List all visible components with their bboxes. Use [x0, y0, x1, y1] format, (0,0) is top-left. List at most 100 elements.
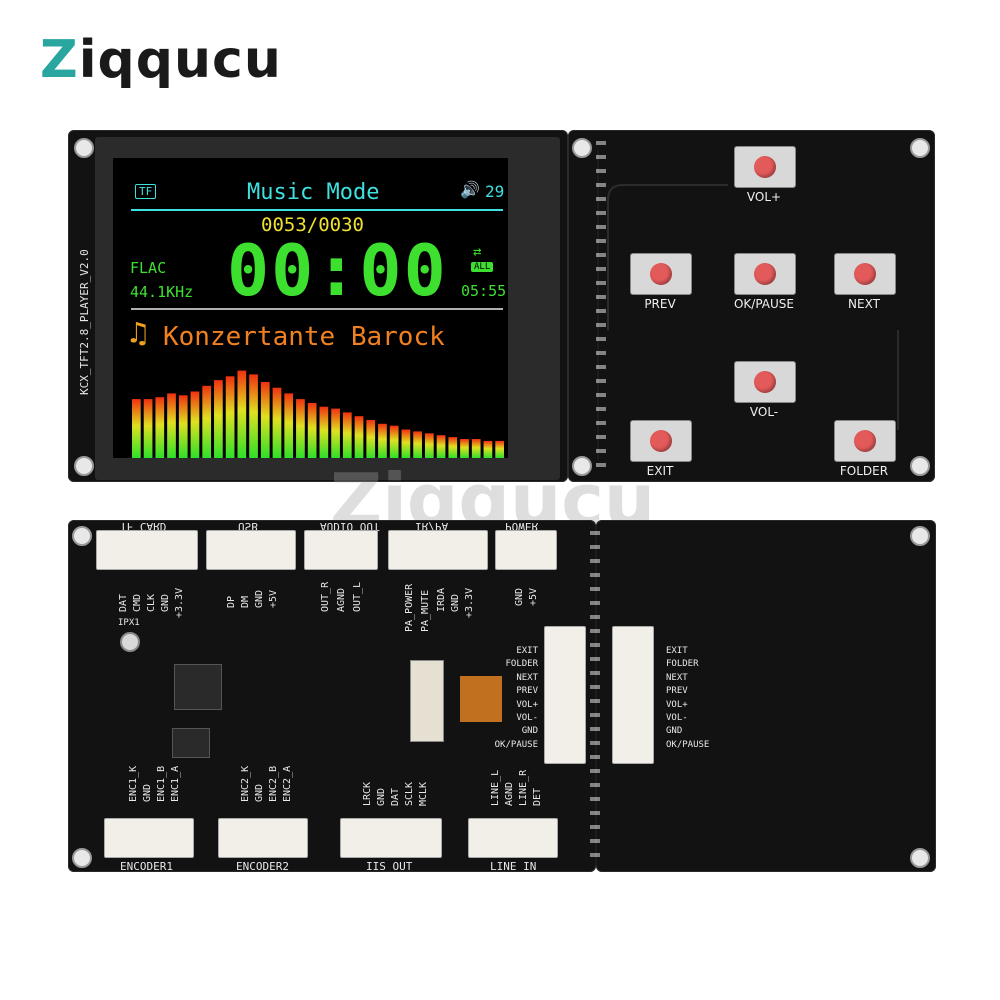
repeat-mode: ALL — [471, 262, 494, 272]
pin-label: GND — [160, 593, 171, 612]
pin-label: +5V — [528, 587, 539, 606]
ok-pause-button[interactable] — [734, 253, 796, 295]
pin-label: +3.3V — [464, 587, 475, 618]
line-in-label: LINE IN — [490, 860, 537, 873]
spectrum-bar — [366, 420, 376, 458]
time-divider — [131, 308, 503, 310]
spectrum-bar — [214, 380, 223, 458]
button-cap — [854, 430, 876, 452]
spectrum-bar — [413, 431, 422, 458]
mount-hole — [72, 848, 92, 868]
file-format: FLAC — [130, 259, 167, 277]
mount-hole — [572, 456, 592, 476]
vol-down-button[interactable] — [734, 361, 796, 403]
pin-label: CLK — [146, 593, 157, 612]
vol-up-button[interactable] — [734, 146, 796, 188]
song-title: Konzertante Barock — [163, 322, 445, 352]
line-in-connector[interactable] — [468, 818, 558, 858]
mount-hole — [910, 456, 930, 476]
key-pin-label: VOL+ — [516, 699, 538, 710]
button-cap — [754, 371, 776, 393]
tf-card-connector[interactable] — [96, 530, 198, 570]
mount-hole — [910, 848, 930, 868]
spectrum-bar — [401, 429, 411, 458]
button-cap — [650, 430, 672, 452]
antenna-connector[interactable] — [120, 632, 140, 652]
folder-label: FOLDER — [839, 464, 889, 478]
next-button[interactable] — [834, 253, 896, 295]
flash-chip — [172, 728, 210, 758]
volume-level: 29 — [485, 182, 505, 201]
key-pin-label: PREV — [666, 686, 688, 697]
pin-label: AGND — [504, 781, 515, 806]
pin-label: GND — [376, 787, 387, 806]
folder-button[interactable] — [834, 420, 896, 462]
brand-rest: iqqucu — [78, 30, 282, 90]
pin-label: ENC1_B — [156, 765, 167, 802]
board-version-label: KCX_TFT2.8_PLAYER_V2.0 — [78, 249, 91, 395]
spectrum-bar — [190, 391, 200, 458]
encoder2-connector[interactable] — [218, 818, 308, 858]
brand-logo: Ziqqucu — [40, 30, 282, 90]
key-pin-label: OK/PAUSE — [494, 739, 538, 750]
key-pin-label: PREV — [516, 686, 538, 697]
pin-label: LINE_L — [490, 769, 501, 806]
playback-time: 00:00 — [227, 230, 448, 312]
repeat-icon: ⇄ — [473, 244, 482, 260]
lcd-screen: TF Music Mode 🔊 29 0053/0030 FLAC 44.1KH… — [113, 158, 508, 458]
track-counter: 0053/0030 — [261, 214, 364, 236]
ffc-connector[interactable] — [410, 660, 444, 742]
antenna-label: IPX1 — [118, 618, 140, 628]
bottom-pcb-left — [68, 520, 596, 872]
next-label: NEXT — [848, 297, 880, 311]
pin-label: DAT — [390, 787, 401, 806]
pin-label: DAT — [118, 593, 129, 612]
ok-pause-label: OK/PAUSE — [733, 297, 795, 311]
pin-label: GND — [514, 587, 525, 606]
pin-label: DET — [532, 787, 543, 806]
pin-label: DP — [226, 595, 237, 608]
sample-rate: 44.1KHz — [130, 283, 194, 301]
spectrum-bar — [389, 425, 399, 458]
spectrum-bar — [471, 439, 481, 458]
audio-out-connector[interactable] — [304, 530, 378, 570]
spectrum-bar — [167, 393, 176, 458]
pin-label: PA_POWER — [404, 583, 415, 632]
pin-label: PA_MUTE — [420, 589, 431, 632]
pin-label: +3.3V — [174, 587, 185, 618]
spectrum-bar — [460, 439, 469, 458]
mount-hole — [74, 138, 94, 158]
prev-label: PREV — [644, 297, 676, 311]
track-duration: 05:55 — [461, 282, 507, 300]
power-connector[interactable] — [495, 530, 557, 570]
key-pin-label: VOL+ — [666, 699, 688, 710]
spectrum-bar — [237, 370, 247, 458]
key-connector-right[interactable] — [612, 626, 654, 764]
spectrum-bar — [155, 397, 165, 458]
spectrum-bar — [319, 406, 329, 458]
spectrum-bar — [307, 402, 317, 458]
exit-button[interactable] — [630, 420, 692, 462]
encoder2-label: ENCODER2 — [236, 860, 289, 873]
key-pin-label: NEXT — [516, 672, 538, 683]
iis-out-connector[interactable] — [340, 818, 442, 858]
pin-label: +5V — [268, 589, 279, 608]
spectrum-bar — [202, 385, 212, 458]
spectrum-bar — [495, 440, 504, 458]
encoder1-connector[interactable] — [104, 818, 194, 858]
spectrum-bar — [249, 374, 258, 458]
key-connector-left[interactable] — [544, 626, 586, 764]
mount-hole — [74, 456, 94, 476]
ir-pa-connector[interactable] — [388, 530, 488, 570]
pin-label: GND — [254, 589, 265, 608]
pin-label: ENC2_K — [240, 765, 251, 802]
button-cap — [650, 263, 672, 285]
key-pin-label: EXIT — [516, 646, 538, 656]
key-pin-label: FOLDER — [666, 659, 699, 670]
usb-connector[interactable] — [206, 530, 296, 570]
prev-button[interactable] — [630, 253, 692, 295]
pin-label: DM — [240, 595, 251, 608]
pin-label: SCLK — [404, 781, 415, 806]
pin-label: ENC2_A — [282, 765, 293, 802]
pin-label: OUT_R — [320, 581, 331, 612]
